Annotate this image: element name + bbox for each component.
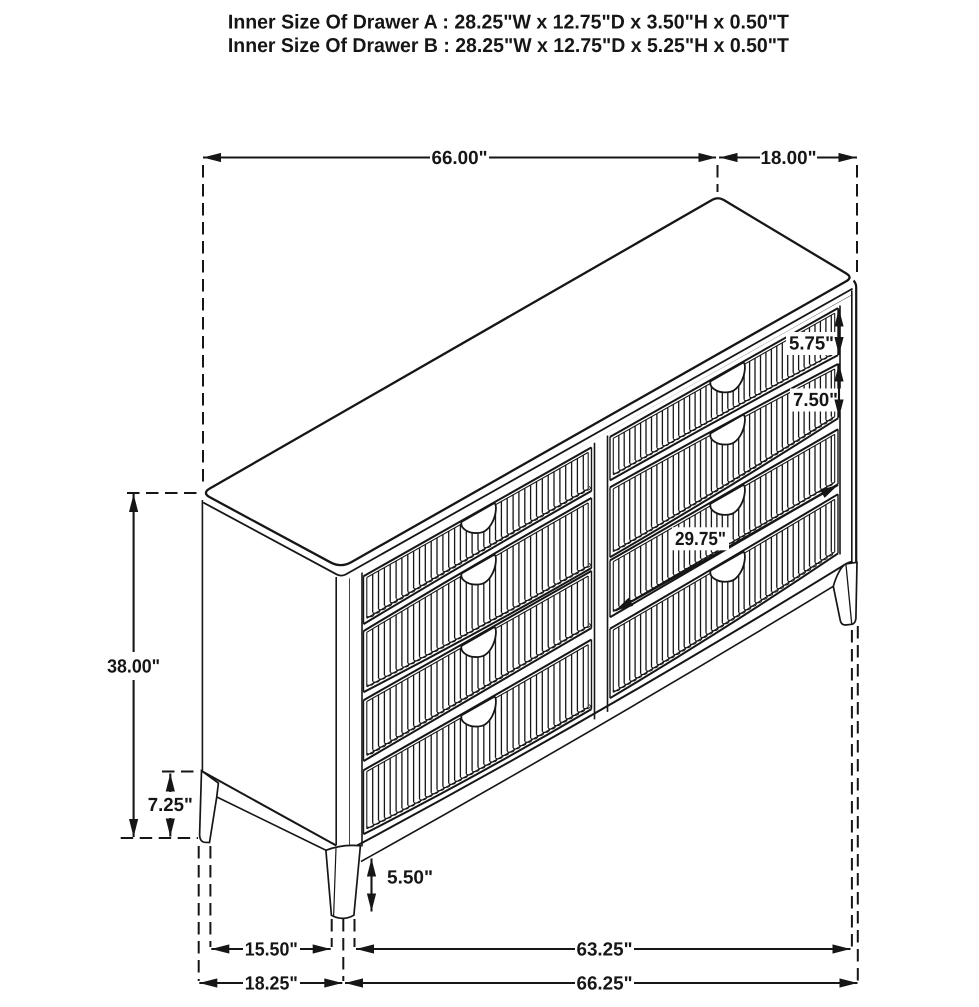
svg-text:Inner Size Of Drawer B : 28.25: Inner Size Of Drawer B : 28.25"W x 12.75… <box>228 35 789 57</box>
svg-text:66.00": 66.00" <box>432 148 488 169</box>
svg-text:5.75": 5.75" <box>789 334 834 355</box>
svg-text:18.25": 18.25" <box>245 974 298 995</box>
svg-text:63.25": 63.25" <box>577 940 633 961</box>
svg-text:18.00": 18.00" <box>761 148 817 169</box>
svg-text:66.25": 66.25" <box>577 974 633 995</box>
svg-text:7.50": 7.50" <box>793 390 838 411</box>
svg-text:29.75": 29.75" <box>675 529 726 550</box>
svg-text:15.50": 15.50" <box>245 940 298 961</box>
svg-text:Inner Size Of Drawer A : 28.25: Inner Size Of Drawer A : 28.25"W x 12.75… <box>228 12 789 34</box>
svg-text:38.00": 38.00" <box>107 657 160 678</box>
svg-text:7.25": 7.25" <box>148 795 193 816</box>
svg-text:5.50": 5.50" <box>387 868 433 889</box>
